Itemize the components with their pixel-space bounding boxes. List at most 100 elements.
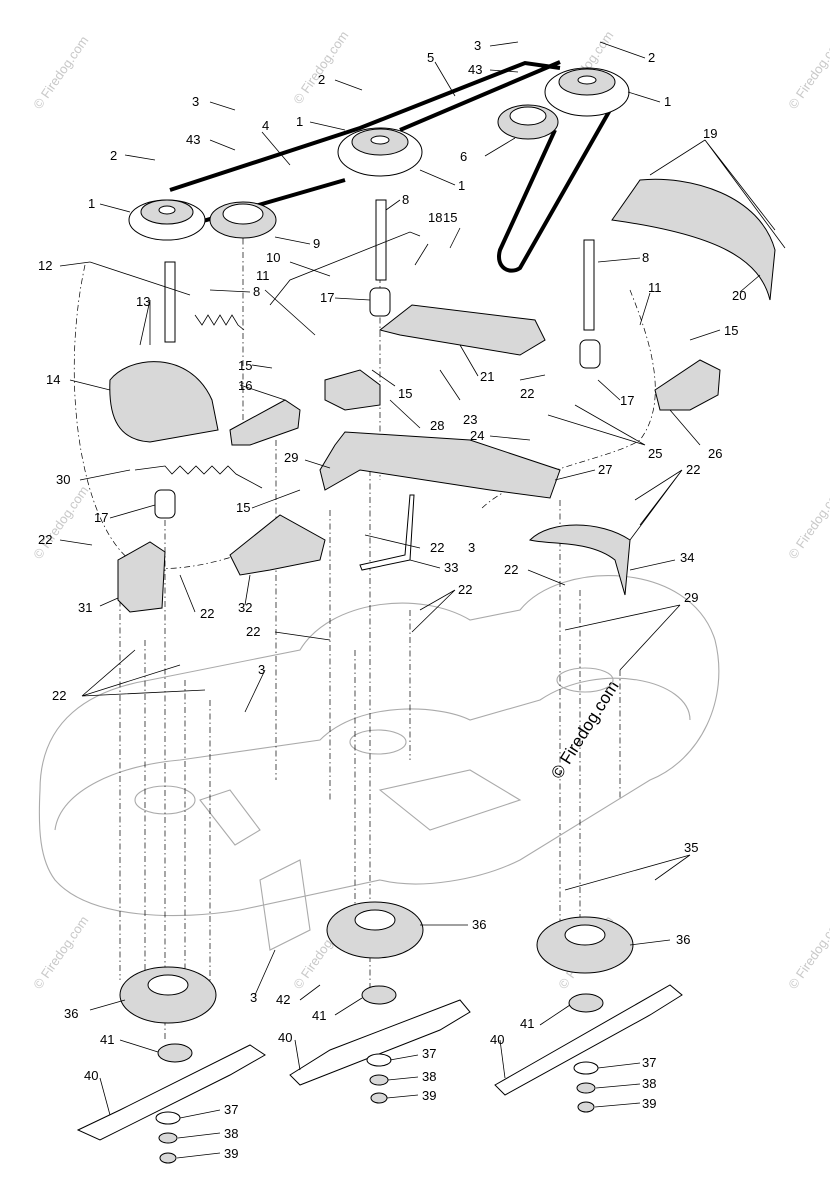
callout-40: 40 [490,1032,504,1047]
callout-11: 11 [648,280,662,295]
callout-5: 5 [427,50,434,65]
callout-31: 31 [78,600,92,615]
callout-39: 39 [422,1088,436,1103]
callout-15: 15 [724,323,738,338]
bearings [157,985,604,1063]
callout-19: 19 [703,126,717,141]
watermark: © Firedog.com [785,33,830,112]
callout-4: 4 [262,118,269,133]
callout-25: 25 [648,446,662,461]
callout-29: 29 [284,450,298,465]
callout-37: 37 [642,1055,656,1070]
pulleys [128,67,630,241]
callout-16: 16 [238,378,252,393]
callout-labels: 1 1 1 1 2 2 2 3 3 3 3 3 4 5 6 8 8 8 9 10… [38,38,746,1161]
belt-cover-14 [109,361,219,443]
callout-21: 21 [480,369,494,384]
callout-28: 28 [430,418,444,433]
callout-40: 40 [278,1030,292,1045]
callout-6: 6 [460,149,467,164]
callout-39: 39 [642,1096,656,1111]
callout-37: 37 [224,1102,238,1117]
callout-22: 22 [38,532,52,547]
callout-17: 17 [620,393,634,408]
watermark: © Firedog.com [30,33,91,112]
callout-3: 3 [474,38,481,53]
callout-41: 41 [520,1016,534,1031]
callout-22: 22 [520,386,534,401]
callout-30: 30 [56,472,70,487]
callout-22: 22 [504,562,518,577]
blades [76,984,683,1141]
callout-1: 1 [88,196,95,211]
callout-22: 22 [458,582,472,597]
bracket-26 [654,359,721,411]
callout-2: 2 [110,148,117,163]
bracket-31 [117,541,166,613]
callout-3: 3 [468,540,475,555]
callout-27: 27 [598,462,612,477]
callout-23: 23 [463,412,477,427]
watermark: © Firedog.com [30,483,91,562]
callout-39: 39 [224,1146,238,1161]
callout-15: 15 [398,386,412,401]
callout-35: 35 [684,840,698,855]
callout-20: 20 [732,288,746,303]
callout-36: 36 [472,917,486,932]
callout-3: 3 [258,662,265,677]
blade-adapters [119,901,634,1024]
callout-8: 8 [253,284,260,299]
callout-13: 13 [136,294,150,309]
callout-17: 17 [320,290,334,305]
bracket-28 [324,369,381,411]
callout-33: 33 [444,560,458,575]
callout-26: 26 [708,446,722,461]
callout-37: 37 [422,1046,436,1061]
watermark: © Firedog.com [785,483,830,562]
callout-32: 32 [238,600,252,615]
guard-34 [529,524,631,596]
callout-42: 42 [276,992,290,1007]
mower-deck [38,575,720,951]
leader-lines [59,41,786,1159]
callout-38: 38 [224,1126,238,1141]
callout-24: 24 [470,428,484,443]
springs [89,261,263,489]
callout-43: 43 [468,62,482,77]
shield-20 [611,178,776,301]
callout-22: 22 [246,624,260,639]
callout-3: 3 [250,990,257,1005]
hardware-stacks [155,1053,599,1164]
callout-2: 2 [318,72,325,87]
callout-15: 15 [443,210,457,225]
callout-29: 29 [684,590,698,605]
callout-15: 15 [238,358,252,373]
callout-18: 18 [428,210,442,225]
callout-22: 22 [686,462,700,477]
callout-36: 36 [676,932,690,947]
callout-38: 38 [642,1076,656,1091]
rod-10 [269,231,421,306]
callout-8: 8 [642,250,649,265]
callout-17: 17 [94,510,108,525]
bracket-32 [229,514,326,576]
bracket-16 [229,399,301,446]
callout-14: 14 [46,372,60,387]
callout-22: 22 [52,688,66,703]
callout-34: 34 [680,550,694,565]
watermark-layer: © Firedog.com © Firedog.com © Firedog.co… [30,28,830,992]
callout-9: 9 [313,236,320,251]
callout-22: 22 [430,540,444,555]
bracket-21 [378,304,546,356]
callout-1: 1 [664,94,671,109]
callout-1: 1 [458,178,465,193]
callout-2: 2 [648,50,655,65]
callout-3: 3 [192,94,199,109]
watermark: © Firedog.com [290,28,351,107]
bar-33 [359,494,415,571]
callout-10: 10 [266,250,280,265]
callout-22: 22 [200,606,214,621]
callout-15: 15 [236,500,250,515]
callout-41: 41 [312,1008,326,1023]
